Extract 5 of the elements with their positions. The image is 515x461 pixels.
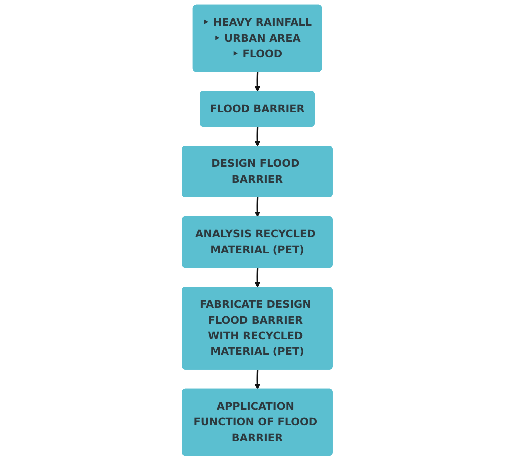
arrow [254, 370, 261, 390]
arrow [254, 126, 261, 147]
arrow [254, 72, 261, 92]
arrow [254, 268, 261, 288]
arrow [254, 198, 261, 218]
